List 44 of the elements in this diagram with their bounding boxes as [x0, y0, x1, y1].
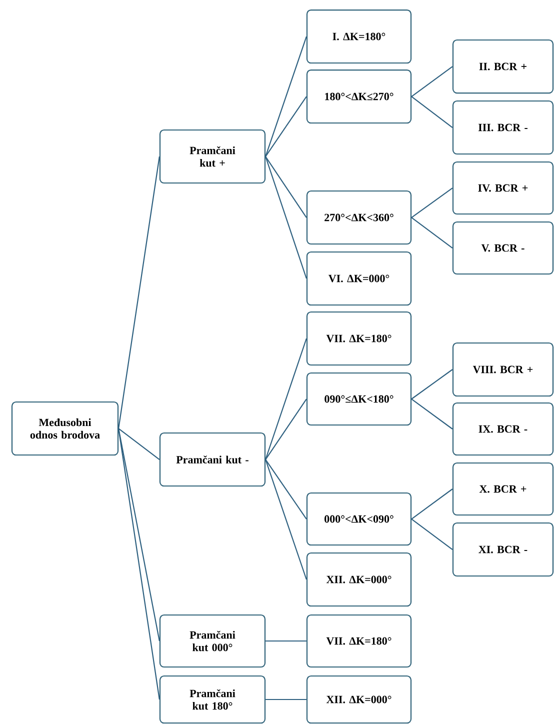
process-box: VI. ΔK=000° [306, 251, 412, 306]
process-box: I. ΔK=180° [306, 9, 412, 64]
process-box: VIII. BCR + [452, 342, 554, 397]
process-box: Pramčani kut 180° [159, 675, 266, 724]
connector-line [118, 428, 160, 460]
connector-line [265, 156, 307, 218]
process-box: X. BCR + [452, 462, 554, 516]
connector-line [411, 398, 453, 430]
connector-line [265, 338, 307, 460]
connector-line [411, 518, 453, 550]
connector-line [265, 96, 307, 157]
process-box: II. BCR + [452, 39, 554, 94]
connector-line [411, 96, 453, 128]
process-box: Pramčani kut - [159, 432, 266, 487]
connector-line [411, 217, 453, 248]
connector-line [265, 459, 307, 580]
connector-line [118, 156, 160, 429]
process-box: IX. BCR - [452, 402, 554, 456]
process-box: 180°<ΔK≤270° [306, 69, 412, 124]
process-box: Pramčani kut + [159, 129, 266, 184]
connector-line [266, 640, 306, 642]
process-box: VII. ΔK=180° [306, 614, 412, 668]
process-box: 000°<ΔK<090° [306, 492, 412, 546]
connector-line [118, 428, 160, 700]
process-box: III. BCR - [452, 100, 554, 155]
process-box: IV. BCR + [452, 161, 554, 215]
connector-line [411, 188, 453, 218]
process-box: XI. BCR - [452, 522, 554, 577]
process-box: Međusobni odnos brodova [11, 401, 119, 456]
process-box: XII. ΔK=000° [306, 552, 412, 607]
connector-line [411, 369, 453, 400]
connector-line [265, 156, 307, 279]
process-box: 090°≤ΔK<180° [306, 372, 412, 426]
connector-line [411, 66, 453, 97]
process-box: Pramčani kut 000° [159, 614, 266, 668]
connector-line [265, 398, 307, 460]
process-box: XII. ΔK=000° [306, 675, 412, 724]
connector-line [266, 698, 306, 700]
process-box: VII. ΔK=180° [306, 311, 412, 366]
connector-line [265, 36, 307, 157]
connector-line [265, 459, 307, 520]
connector-line [411, 488, 453, 520]
process-box: 270°<ΔK<360° [306, 190, 412, 245]
process-box: V. BCR - [452, 221, 554, 275]
